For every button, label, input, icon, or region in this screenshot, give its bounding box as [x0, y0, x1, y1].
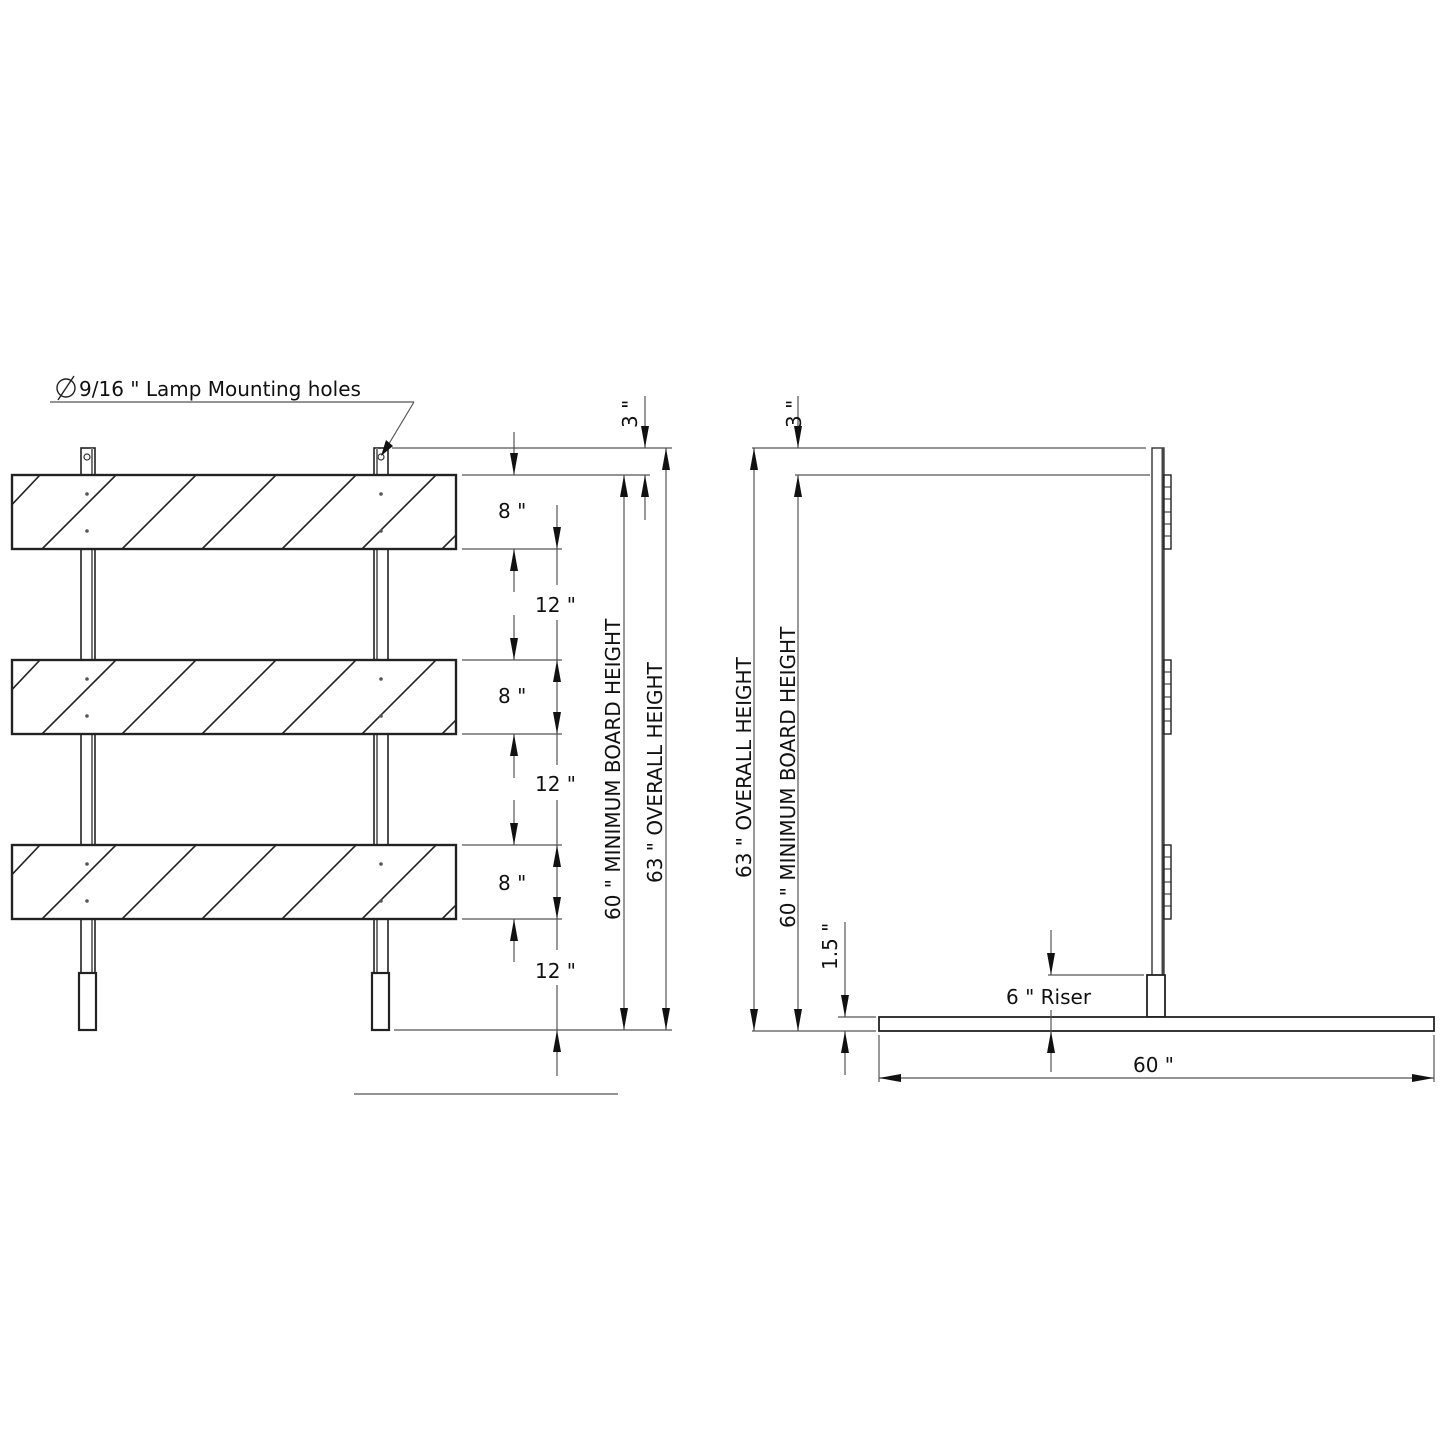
board-dim-arrows — [510, 453, 518, 941]
gap-3-label: 12 " — [535, 959, 576, 983]
base-width-label: 60 " — [1133, 1053, 1174, 1077]
lamp-hole-callout — [50, 375, 415, 456]
side-extension-lines — [752, 447, 1435, 1082]
overall-dim-arrows — [620, 426, 670, 1030]
side-board-3 — [1163, 844, 1172, 920]
board-1 — [10, 473, 458, 551]
gap-2-label: 12 " — [535, 772, 576, 796]
front-view — [10, 375, 672, 1095]
side-board-2 — [1163, 659, 1172, 735]
board-2-height-label: 8 " — [498, 684, 526, 708]
side-overall-height-label: 63 " OVERALL HEIGHT — [732, 656, 756, 878]
side-top-offset-label: 3 " — [782, 400, 806, 428]
lamp-mounting-hole — [83, 453, 91, 461]
front-overall-height-label: 63 " OVERALL HEIGHT — [643, 661, 667, 883]
lamp-hole-callout-text: 9/16 " Lamp Mounting holes — [79, 377, 361, 401]
board-3 — [10, 843, 458, 921]
riser-label: 6 " Riser — [1006, 985, 1092, 1009]
gap-1-label: 12 " — [535, 593, 576, 617]
front-top-offset-label: 3 " — [618, 400, 642, 428]
gap-dim-arrows — [553, 527, 561, 1052]
side-board-1 — [1163, 474, 1172, 550]
right-riser — [370, 971, 391, 1032]
diameter-symbol — [56, 375, 76, 401]
side-dim-arrows — [750, 426, 1434, 1082]
board-1-height-label: 8 " — [498, 499, 526, 523]
side-min-board-height-label: 60 " MINIMUM BOARD HEIGHT — [776, 626, 800, 928]
side-riser — [1146, 974, 1166, 1018]
left-riser — [77, 971, 98, 1032]
front-min-board-height-label: 60 " MINIMUM BOARD HEIGHT — [601, 618, 625, 920]
base-thickness-label: 1.5 " — [818, 923, 842, 970]
board-3-height-label: 8 " — [498, 871, 526, 895]
side-base — [878, 1016, 1435, 1032]
board-2 — [10, 658, 458, 736]
front-extension-lines — [354, 447, 672, 1095]
lamp-mounting-hole — [377, 453, 385, 461]
side-dims — [753, 396, 1434, 1079]
side-view — [750, 396, 1435, 1082]
